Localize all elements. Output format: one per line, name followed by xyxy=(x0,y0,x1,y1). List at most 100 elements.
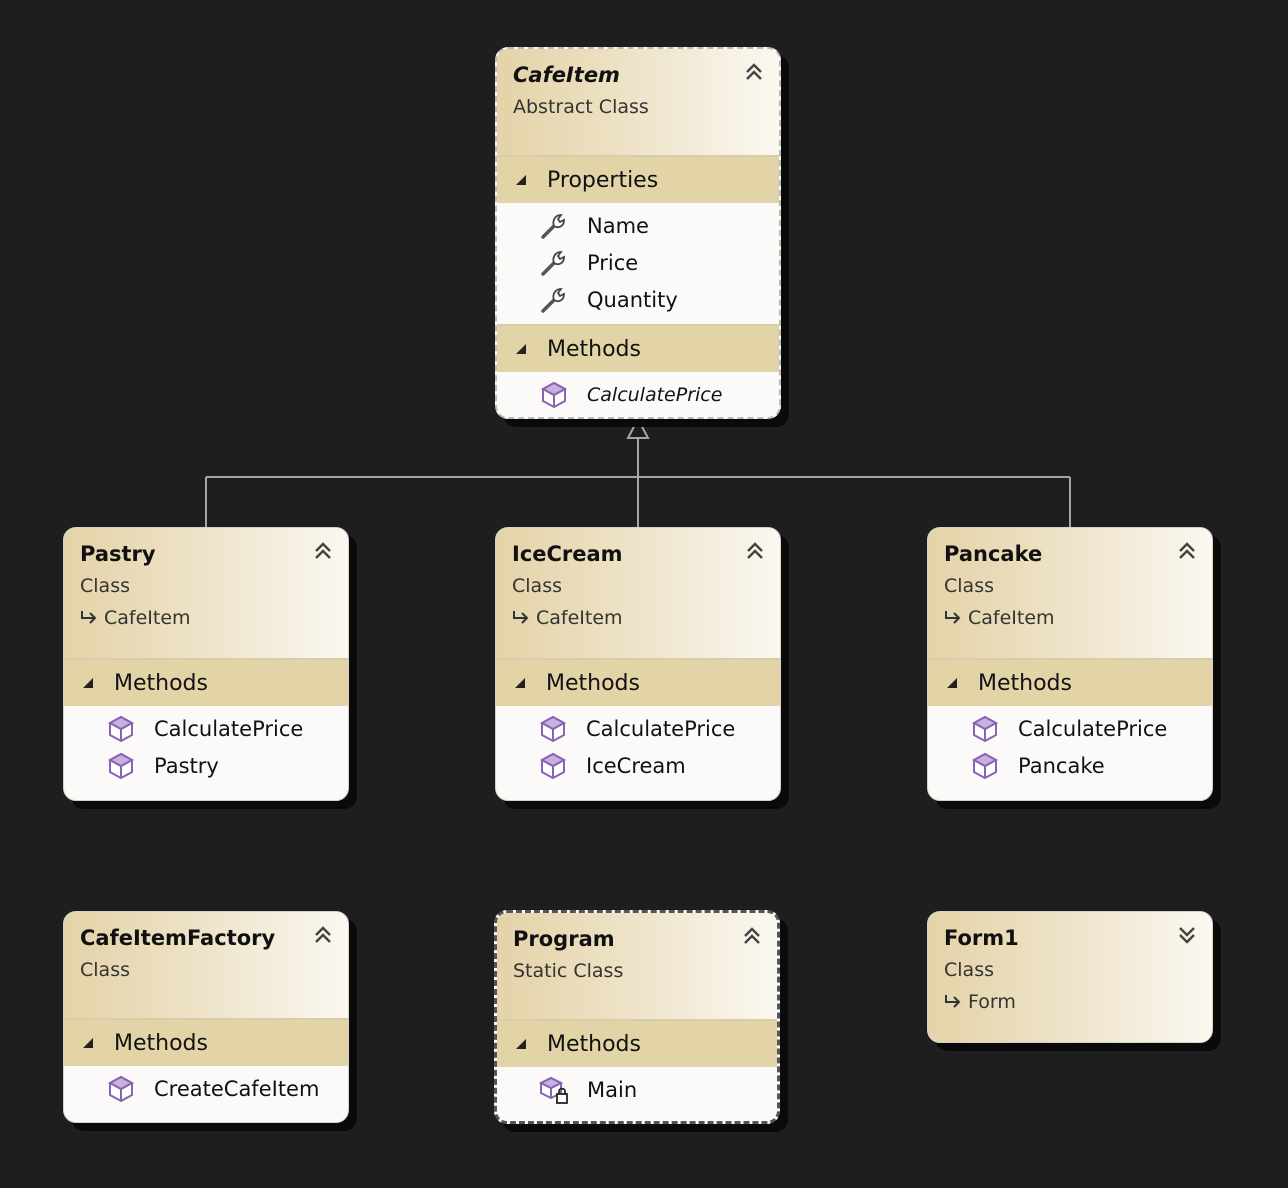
section-label: Methods xyxy=(546,670,640,696)
property-item[interactable]: Quantity xyxy=(497,281,779,318)
double-chevron-up-icon[interactable] xyxy=(312,924,334,946)
cube-icon xyxy=(107,715,135,742)
class-cafeitem[interactable]: CafeItem Abstract Class Properties Name … xyxy=(495,47,781,419)
class-kind: Abstract Class xyxy=(513,96,649,118)
method-name: CalculatePrice xyxy=(154,716,304,741)
section-label: Methods xyxy=(114,670,208,696)
wrench-icon xyxy=(541,287,565,313)
class-pastry[interactable]: Pastry Class CafeItem Methods CalculateP… xyxy=(63,527,349,801)
method-name: CreateCafeItem xyxy=(154,1076,320,1101)
property-name: Name xyxy=(587,213,649,238)
wrench-icon xyxy=(541,213,565,239)
property-name: Quantity xyxy=(587,287,678,312)
methods-section-header[interactable]: Methods xyxy=(497,1019,777,1067)
method-item[interactable]: IceCream xyxy=(496,747,780,784)
methods-section-header[interactable]: Methods xyxy=(496,658,780,706)
class-name: Form1 xyxy=(944,926,1019,950)
class-name: Program xyxy=(513,927,615,951)
class-header[interactable]: CafeItemFactory Class xyxy=(64,912,348,1018)
method-name: CalculatePrice xyxy=(587,383,723,406)
method-item[interactable]: Pancake xyxy=(928,747,1212,784)
base-class-name: CafeItem xyxy=(536,607,623,629)
base-class: Form xyxy=(944,990,1196,1014)
base-class-name: Form xyxy=(968,991,1016,1013)
section-label: Methods xyxy=(978,670,1072,696)
properties-section-header[interactable]: Properties xyxy=(497,155,779,203)
method-name: Pancake xyxy=(1018,753,1105,778)
method-name: CalculatePrice xyxy=(1018,716,1168,741)
cube-icon xyxy=(539,715,567,742)
method-list: CalculatePrice xyxy=(497,372,779,417)
methods-section-header[interactable]: Methods xyxy=(928,658,1212,706)
class-header[interactable]: Pastry Class CafeItem xyxy=(64,528,348,658)
class-program[interactable]: Program Static Class Methods Main xyxy=(494,910,780,1124)
double-chevron-up-icon[interactable] xyxy=(743,61,765,83)
method-list: CalculatePrice Pancake xyxy=(928,706,1212,790)
cube-icon xyxy=(971,715,999,742)
class-kind: Class xyxy=(80,575,130,597)
inherit-arrow-icon xyxy=(81,611,97,624)
class-cafeitemfactory[interactable]: CafeItemFactory Class Methods CreateCafe… xyxy=(63,911,349,1123)
method-name: Pastry xyxy=(154,753,219,778)
method-list: CalculatePrice IceCream xyxy=(496,706,780,790)
property-item[interactable]: Name xyxy=(497,207,779,244)
methods-section-header[interactable]: Methods xyxy=(497,324,779,372)
triangle-expanded-icon xyxy=(515,678,525,688)
method-item[interactable]: CalculatePrice xyxy=(496,710,780,747)
method-list: CreateCafeItem xyxy=(64,1066,348,1113)
method-item[interactable]: Main xyxy=(497,1071,777,1108)
wrench-icon xyxy=(541,250,565,276)
property-name: Price xyxy=(587,250,639,275)
cube-icon xyxy=(107,752,135,779)
double-chevron-up-icon[interactable] xyxy=(744,540,766,562)
class-header[interactable]: CafeItem Abstract Class xyxy=(497,49,779,155)
method-item[interactable]: CalculatePrice xyxy=(497,376,779,413)
method-name: Main xyxy=(587,1077,638,1102)
section-label: Methods xyxy=(114,1030,208,1056)
class-name: IceCream xyxy=(512,542,623,566)
method-list: Main xyxy=(497,1067,777,1114)
method-name: IceCream xyxy=(586,753,686,778)
class-name: Pancake xyxy=(944,542,1043,566)
triangle-expanded-icon xyxy=(516,344,526,354)
class-header[interactable]: Pancake Class CafeItem xyxy=(928,528,1212,658)
section-label: Properties xyxy=(547,167,659,193)
class-kind: Class xyxy=(944,575,994,597)
class-icecream[interactable]: IceCream Class CafeItem Methods Calculat… xyxy=(495,527,781,801)
methods-section-header[interactable]: Methods xyxy=(64,658,348,706)
double-chevron-up-icon[interactable] xyxy=(741,925,763,947)
method-list: CalculatePrice Pastry xyxy=(64,706,348,790)
class-form1[interactable]: Form1 Class Form xyxy=(927,911,1213,1043)
class-kind: Class xyxy=(512,575,562,597)
double-chevron-down-icon[interactable] xyxy=(1176,924,1198,946)
property-item[interactable]: Price xyxy=(497,244,779,281)
triangle-expanded-icon xyxy=(516,175,526,185)
class-kind: Class xyxy=(944,959,994,981)
double-chevron-up-icon[interactable] xyxy=(1176,540,1198,562)
triangle-expanded-icon xyxy=(516,1039,526,1049)
triangle-expanded-icon xyxy=(83,678,93,688)
base-class: CafeItem xyxy=(512,606,764,630)
base-class-name: CafeItem xyxy=(968,607,1055,629)
method-item[interactable]: CalculatePrice xyxy=(928,710,1212,747)
property-list: Name Price Quantity xyxy=(497,203,779,324)
cube-icon xyxy=(107,1075,135,1102)
method-item[interactable]: Pastry xyxy=(64,747,348,784)
class-pancake[interactable]: Pancake Class CafeItem Methods Calculate… xyxy=(927,527,1213,801)
method-item[interactable]: CreateCafeItem xyxy=(64,1070,348,1107)
class-name: CafeItemFactory xyxy=(80,926,276,950)
cube-icon xyxy=(540,381,568,408)
class-header[interactable]: Program Static Class xyxy=(497,913,777,1019)
methods-section-header[interactable]: Methods xyxy=(64,1018,348,1066)
triangle-expanded-icon xyxy=(947,678,957,688)
cube-icon xyxy=(539,752,567,779)
double-chevron-up-icon[interactable] xyxy=(312,540,334,562)
class-header[interactable]: Form1 Class Form xyxy=(928,912,1212,1042)
method-item[interactable]: CalculatePrice xyxy=(64,710,348,747)
inherit-arrow-icon xyxy=(945,995,961,1008)
section-label: Methods xyxy=(547,1031,641,1057)
class-header[interactable]: IceCream Class CafeItem xyxy=(496,528,780,658)
triangle-expanded-icon xyxy=(83,1038,93,1048)
class-name: CafeItem xyxy=(513,63,620,87)
